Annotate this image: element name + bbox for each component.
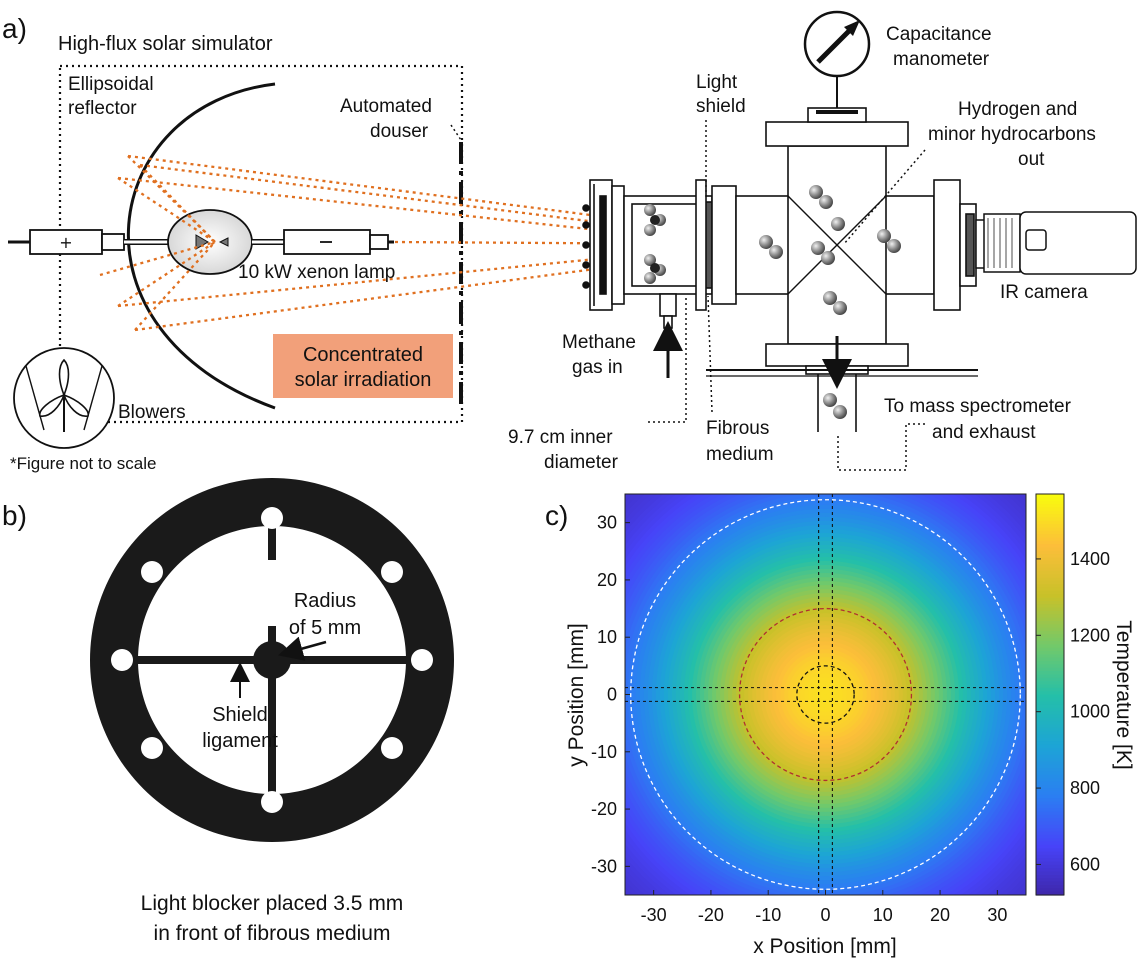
fibrous-leader <box>707 295 713 413</box>
irradiation-label-line1: Concentrated <box>303 344 423 366</box>
y-tick-label: -20 <box>591 799 617 819</box>
y-tick-label: -10 <box>591 742 617 762</box>
radius-arrow <box>277 636 327 661</box>
fibrous-label-line1: Fibrous <box>706 418 769 439</box>
xenon-lamp: + <box>8 209 394 275</box>
simulator-title: High-flux solar simulator <box>58 33 273 55</box>
radius-label-line2: of 5 mm <box>289 617 361 639</box>
diameter-leader <box>648 296 687 423</box>
panel-b: b) Radius of 5 mm Shield ligament Light … <box>2 478 455 945</box>
irradiation-label-line2: solar irradiation <box>295 369 432 391</box>
x-tick-label: -20 <box>698 905 724 925</box>
mass-spec-leader <box>837 423 928 471</box>
ligament-label-line2: ligament <box>202 730 278 752</box>
reactor-assembly <box>582 107 978 432</box>
mass-spec-label-line2: and exhaust <box>932 422 1036 443</box>
reflector-label-line2: reflector <box>68 98 137 119</box>
ligament-label-line1: Shield <box>212 704 268 726</box>
overlay-circle-0 <box>630 499 1021 890</box>
map-overlays <box>625 494 1026 895</box>
radius-label-bg <box>200 560 342 626</box>
douser-label-line2: douser <box>370 121 429 142</box>
radius-label-line1: Radius <box>294 590 356 612</box>
products-label-line2: minor hydrocarbons <box>928 124 1096 145</box>
colorbar-tick-label: 600 <box>1070 854 1100 874</box>
ellipsoidal-reflector <box>126 82 276 410</box>
douser-label-line1: Automated <box>340 96 432 117</box>
panel-a: a) High-flux solar simulator Ellipsoidal… <box>2 10 1137 473</box>
colorbar-tick-label: 800 <box>1070 778 1100 798</box>
overlay-circle-1 <box>738 607 913 782</box>
blowers-label: Blowers <box>118 402 186 423</box>
central-disk <box>253 641 291 679</box>
diameter-label-line1: 9.7 cm inner <box>508 427 613 448</box>
blocker-caption-line1: Light blocker placed 3.5 mm <box>141 892 404 915</box>
fibrous-label-line2: medium <box>706 444 774 465</box>
gas-molecules <box>644 185 901 419</box>
manometer-gauge-icon <box>803 10 871 108</box>
scale-note: *Figure not to scale <box>10 454 156 473</box>
colorbar: 600 800 1000 1200 1400 <box>1035 493 1110 896</box>
heatmap-rings <box>625 494 1026 895</box>
x-tick-label: 20 <box>930 905 950 925</box>
y-tick-label: 20 <box>597 570 617 590</box>
light-shield-label-line1: Light <box>696 72 738 93</box>
methane-label-line1: Methane <box>562 332 636 353</box>
svg-text:+: + <box>59 233 72 252</box>
diameter-label-line2: diameter <box>544 452 619 473</box>
panel-a-letter: a) <box>2 13 27 44</box>
x-tick-label: -30 <box>641 905 667 925</box>
colorbar-tick-label: 1200 <box>1070 625 1110 645</box>
y-tick-label: 30 <box>597 513 617 533</box>
y-tick-label: -30 <box>591 856 617 876</box>
products-label-line1: Hydrogen and <box>958 99 1077 120</box>
panel-c: c) -30 -20 -10 0 10 20 30 30 20 10 0 -10 -20 -30 600 8… <box>545 493 1135 958</box>
panel-b-letter: b) <box>2 500 27 531</box>
x-tick-label: -10 <box>755 905 781 925</box>
bolt-holes <box>111 507 433 813</box>
overlay-circle-2 <box>796 665 855 724</box>
x-tick-label: 0 <box>820 905 830 925</box>
reflector-label-line1: Ellipsoidal <box>68 74 154 95</box>
colorbar-title: Temperature [K] <box>1112 620 1135 769</box>
douser-leader <box>450 124 462 141</box>
panel-c-letter: c) <box>545 500 568 531</box>
ir-camera-label: IR camera <box>1000 282 1088 303</box>
light-shield-label-line2: shield <box>696 96 746 117</box>
x-axis-title: x Position [mm] <box>753 935 897 958</box>
blower-icon <box>13 347 115 449</box>
map-axes: -30 -20 -10 0 10 20 30 30 20 10 0 -10 -20 -30 <box>591 513 1007 925</box>
y-axis-title: y Position [mm] <box>565 623 588 767</box>
methane-label-line2: gas in <box>572 357 623 378</box>
temperature-map <box>624 493 1027 896</box>
manometer-label-line1: Capacitance <box>886 24 992 45</box>
manometer-label-line2: manometer <box>893 49 990 70</box>
blocker-caption-line2: in front of fibrous medium <box>154 922 391 945</box>
colorbar-tick-label: 1400 <box>1070 549 1110 569</box>
y-tick-label: 0 <box>607 685 617 705</box>
ir-camera-icon <box>975 211 1137 275</box>
y-tick-label: 10 <box>597 627 617 647</box>
colorbar-tick-label: 1000 <box>1070 702 1110 722</box>
x-tick-label: 30 <box>987 905 1007 925</box>
x-tick-label: 10 <box>873 905 893 925</box>
products-leader <box>843 149 926 245</box>
irradiation-box <box>273 334 453 398</box>
products-label-line3: out <box>1018 149 1045 170</box>
lamp-label: 10 kW xenon lamp <box>238 262 395 283</box>
mass-spec-label-line1: To mass spectrometer <box>884 396 1072 417</box>
